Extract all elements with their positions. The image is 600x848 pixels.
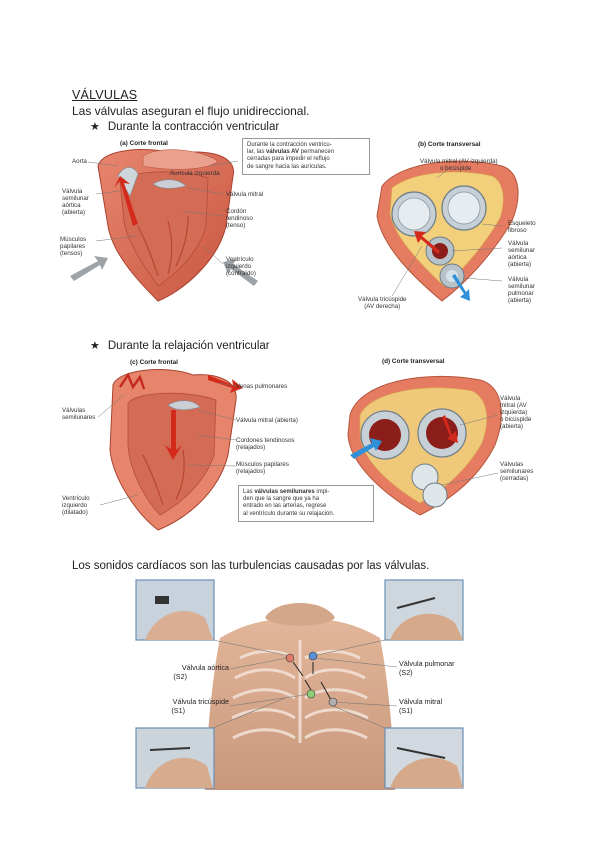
inset-photo-frames [135, 579, 464, 789]
label-venas-pulmonares: Venas pulmonares [236, 383, 288, 390]
label-auricula: Aurícula izquierda [170, 170, 220, 177]
heart-sounds-heading: Los sonidos cardíacos son las turbulenci… [72, 560, 430, 572]
star-icon: ★ [90, 340, 100, 352]
label-valvula-mitral: Válvula mitral [226, 191, 264, 198]
label-b-valvula-aortica: Válvula semilunar aórtica (abierta) [508, 240, 535, 268]
label-c-valvula-mitral: Válvula mitral (abierta) [236, 417, 298, 424]
heart-frontal-contraction-illustration [70, 149, 258, 302]
bullet-relaxation: ★ Durante la relajación ventricular [90, 339, 270, 352]
bullet-relaxation-text: Durante la relajación ventricular [107, 340, 270, 352]
aortic-point [285, 653, 295, 663]
heart-transverse-contraction-illustration [376, 160, 519, 302]
label-d-valvulas-semilunares: Válvulas semilunares (cerradas) [500, 461, 534, 482]
label-valvula-pulmonar: Válvula pulmonar (S2) [399, 659, 455, 677]
label-valvula-aortica: Válvula aórtica (S2) [173, 663, 229, 681]
label-valvula-semilunar-aortica: Válvula semilunar aórtica (abierta) [62, 188, 89, 216]
mitral-point [328, 697, 338, 707]
note-box-contraction: Durante la contracción ventricu- lar, la… [242, 138, 370, 175]
label-d-valvula-mitral: Válvula mitral (AV izquierda) o bicúspid… [500, 395, 532, 430]
label-b-esqueleto-fibroso: Esqueleto fibroso [508, 220, 536, 234]
label-valvula-tricuspide: Válvula tricúspide (S1) [171, 697, 229, 715]
figure-a-title: (a) Corte frontal [120, 140, 168, 147]
label-valvula-mitral-aus: Válvula mitral (S1) [399, 697, 443, 715]
chest-auscultation-illustration [135, 579, 464, 790]
tricuspid-point [306, 689, 316, 699]
section-heading: VÁLVULAS [72, 88, 138, 102]
figure-c: (c) Corte frontal Venas pulmonares Válvu… [58, 355, 378, 535]
label-aorta: Aorta [72, 158, 87, 165]
section-subtitle: Las válvulas aseguran el flujo unidirecc… [72, 104, 310, 118]
bullet-contraction: ★ Durante la contracción ventricular [90, 120, 279, 133]
bullet-contraction-text: Durante la contracción ventricular [107, 121, 280, 133]
note-box-relaxation: Las válvulas semilunares impi- den que l… [238, 485, 374, 522]
label-c-ventriculo-izquierdo: Ventrículo izquierdo (dilatado) [62, 495, 90, 516]
label-b-valvula-mitral: Válvula mitral (AV izquierda) o bicúspid… [420, 158, 498, 172]
label-b-valvula-pulmonar: Válvula semilunar pulmonar (abierta) [508, 276, 535, 304]
label-musculos-papilares: Músculos papilares (tensos) [60, 236, 87, 257]
label-b-valvula-tricuspide: Válvula tricúspide (AV derecha) [358, 296, 407, 310]
pulmonar-point [308, 651, 318, 661]
figure-b: (b) Corte transversal Válvula mitral (AV… [352, 136, 552, 316]
heart-transverse-relaxation-illustration [347, 375, 502, 516]
label-valvulas-semilunares: Válvulas semilunares [62, 407, 96, 421]
label-cordon-tendinoso: Cordón tendinoso (tenso) [226, 208, 253, 229]
star-icon: ★ [90, 121, 100, 133]
label-cordones-tendinosos: Cordones tendinosos (relajados) [236, 437, 295, 451]
label-ventriculo-izquierdo: Ventrículo izquierdo (contraído) [226, 256, 256, 277]
figure-c-title: (c) Corte frontal [130, 359, 178, 366]
figure-d: (d) Corte transversal Válvula mitral (AV… [330, 355, 555, 530]
auscultation-figure: Válvula aórtica (S2) Válvula pulmonar (S… [135, 578, 465, 790]
figure-b-title: (b) Corte transversal [418, 141, 481, 148]
figure-a: (a) Corte frontal Aorta Aur [58, 136, 378, 306]
heart-frontal-relaxation-illustration [97, 369, 243, 531]
figure-d-title: (d) Corte transversal [382, 358, 445, 365]
label-c-musculos-papilares: Músculos papilares (relajados) [236, 461, 289, 475]
